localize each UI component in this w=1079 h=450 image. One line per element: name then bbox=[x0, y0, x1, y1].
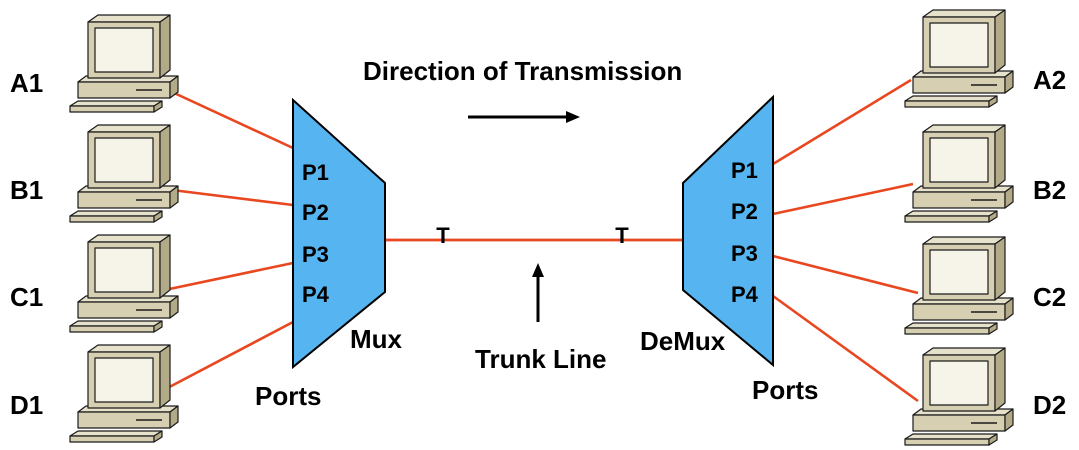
computer-icon-a1 bbox=[69, 14, 179, 113]
destination-label-b2: B2 bbox=[1033, 175, 1066, 205]
trunk-marker-left: T bbox=[436, 223, 450, 248]
destination-label-d2: D2 bbox=[1033, 390, 1066, 420]
demux-port-p2: P2 bbox=[731, 199, 758, 224]
direction-label: Direction of Transmission bbox=[363, 56, 682, 86]
arrow-up-icon bbox=[532, 263, 544, 322]
mux-port-p3: P3 bbox=[302, 242, 329, 267]
link-b1-p2 bbox=[171, 188, 294, 207]
computer-icon-d1 bbox=[69, 344, 179, 443]
link-c1-p3 bbox=[159, 261, 294, 293]
link-p4-d2 bbox=[772, 294, 919, 403]
source-label-a1: A1 bbox=[10, 68, 43, 98]
mux-label: Mux bbox=[350, 324, 403, 354]
computer-icon-d2 bbox=[904, 347, 1014, 446]
computer-icon-b1 bbox=[69, 124, 179, 223]
demux-port-p3: P3 bbox=[731, 241, 758, 266]
arrow-right-icon bbox=[468, 111, 580, 123]
computer-icon-b2 bbox=[904, 124, 1014, 223]
trunk-marker-right: T bbox=[615, 223, 629, 248]
computer-icon-c2 bbox=[904, 236, 1014, 335]
trunk-line-label: Trunk Line bbox=[475, 344, 606, 374]
demux-label: DeMux bbox=[640, 326, 726, 356]
demux-block bbox=[682, 94, 774, 368]
mux-port-p2: P2 bbox=[302, 200, 329, 225]
link-p1-a2 bbox=[772, 78, 912, 166]
destination-label-c2: C2 bbox=[1033, 282, 1066, 312]
demux-port-p4: P4 bbox=[731, 282, 759, 307]
demux-port-p1: P1 bbox=[731, 158, 758, 183]
link-p3-c2 bbox=[772, 254, 919, 295]
link-d1-p4 bbox=[157, 320, 294, 395]
destination-links bbox=[772, 78, 919, 403]
mux-block bbox=[292, 97, 386, 370]
computer-icon-c1 bbox=[69, 234, 179, 333]
mux-port-p4: P4 bbox=[302, 282, 330, 307]
source-label-d1: D1 bbox=[10, 390, 43, 420]
demux-ports-label: Ports bbox=[752, 375, 818, 405]
source-label-b1: B1 bbox=[10, 175, 43, 205]
destination-label-a2: A2 bbox=[1033, 65, 1066, 95]
source-links bbox=[157, 90, 294, 395]
mux-port-p1: P1 bbox=[302, 160, 329, 185]
source-label-c1: C1 bbox=[10, 282, 43, 312]
link-p2-b2 bbox=[772, 182, 914, 216]
mux-ports-label: Ports bbox=[255, 381, 321, 411]
computer-icon-a2 bbox=[904, 9, 1014, 108]
link-a1-p1 bbox=[171, 90, 294, 150]
